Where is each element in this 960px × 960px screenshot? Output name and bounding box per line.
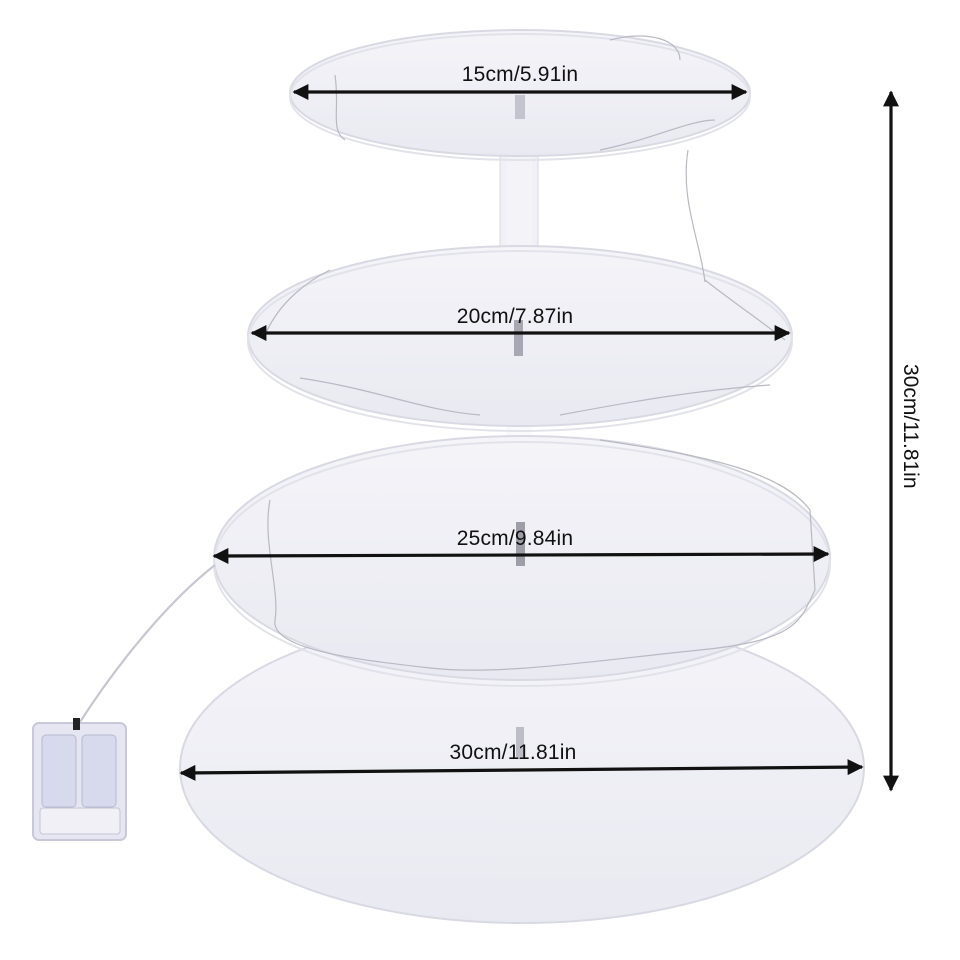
dimension-label-third-tier: 25cm/9.84in: [456, 527, 574, 550]
dimension-arrows: [179, 84, 899, 792]
arrow-third-tier: [212, 546, 830, 564]
dimension-label-bottom-tier: 30cm/11.81in: [449, 741, 577, 764]
led-string-lights: [267, 439, 816, 671]
on-off-switch: [73, 718, 80, 730]
dimension-label-top-tier: 15cm/5.91in: [461, 63, 579, 86]
battery-box-icon: [32, 564, 216, 841]
dimension-label-height: 30cm/11.81in: [899, 364, 922, 489]
tier-top: [289, 29, 751, 161]
dimension-label-second-tier: 20cm/7.87in: [456, 305, 574, 328]
arrow-bottom-tier: [179, 759, 864, 781]
